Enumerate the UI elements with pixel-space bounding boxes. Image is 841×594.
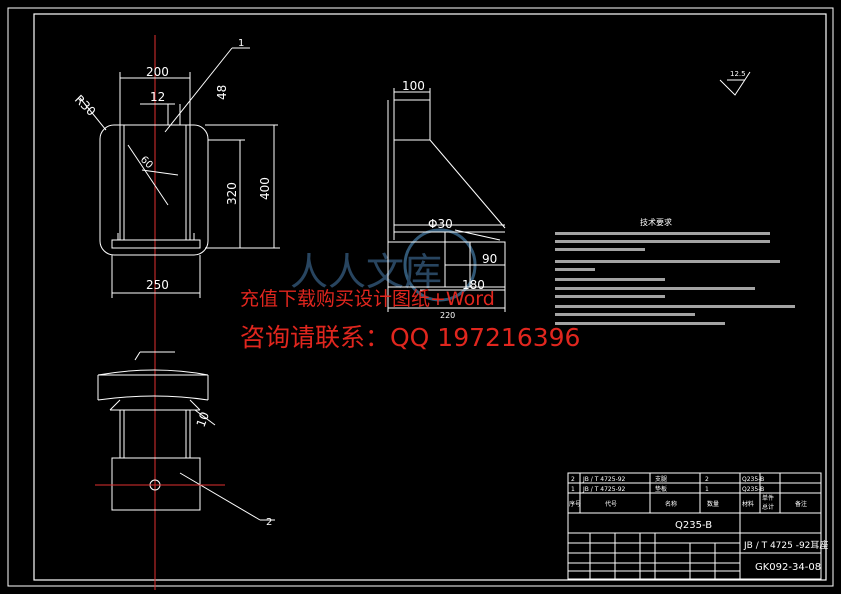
dim-r30: R30 <box>72 92 99 119</box>
tb-row1-mat: Q235-B <box>742 476 764 483</box>
dim-180: 180 <box>462 278 485 292</box>
tech-requirements: 技术要求 <box>555 217 795 325</box>
tb-h-mat: 材料 <box>742 500 754 508</box>
tb-h-note: 备注 <box>795 500 807 508</box>
tb-drawing-no: GK092-34-08 <box>755 562 821 573</box>
side-view <box>387 71 751 312</box>
callout-1: 1 <box>238 38 244 49</box>
tb-h-total: 总计 <box>762 503 774 511</box>
title-block <box>567 472 822 580</box>
dim-400: 400 <box>258 177 272 200</box>
front-view-dims: 200 12 48 R30 60 320 400 250 1 <box>72 38 272 292</box>
tb-standard-name: JB / T 4725 -92耳座 <box>743 539 828 551</box>
dim-320: 320 <box>225 182 239 205</box>
bottom-view-dims: 10 2 <box>194 410 273 528</box>
tb-row1-qty: 2 <box>705 476 709 483</box>
dim-200: 200 <box>146 65 169 79</box>
dim-12: 12 <box>150 90 165 104</box>
callout-2: 2 <box>266 517 272 528</box>
dim-10: 10 <box>194 410 212 429</box>
backing-plate <box>99 124 209 256</box>
tb-row1-no: 2 <box>571 476 575 483</box>
front-view <box>79 35 280 590</box>
dim-60: 60 <box>138 154 155 171</box>
dim-250: 250 <box>146 278 169 292</box>
base-plate <box>111 239 201 249</box>
tech-title: 技术要求 <box>640 217 672 227</box>
dim-phi30: Φ30 <box>428 217 453 231</box>
inner-frame <box>33 13 827 581</box>
dim-48: 48 <box>215 85 229 100</box>
tb-row1-code: JB / T 4725-92 <box>582 476 626 483</box>
watermark-line-1: 充值下载购买设计图纸+Word <box>240 288 495 310</box>
watermark-line-2: 咨询请联系：QQ 197216396 <box>240 323 581 352</box>
tb-material: Q235-B <box>675 520 712 531</box>
tb-row2-name: 垫板 <box>655 485 667 493</box>
side-view-dims: 100 Φ30 90 180 220 12.5 <box>402 70 746 320</box>
dim-90: 90 <box>482 252 497 266</box>
outer-frame <box>7 7 834 587</box>
tb-h-single: 单件 <box>762 494 774 502</box>
tb-h-code: 代号 <box>605 500 617 508</box>
tb-h-qty: 数量 <box>707 500 719 508</box>
tb-row2-mat: Q235-B <box>742 486 764 493</box>
tb-row1-name: 支腿 <box>655 475 667 483</box>
bottom-view <box>97 351 275 521</box>
roughness-value: 12.5 <box>730 70 746 78</box>
tb-row2-code: JB / T 4725-92 <box>582 486 626 493</box>
tb-row2-no: 1 <box>571 486 575 493</box>
tb-row2-qty: 1 <box>705 486 709 493</box>
tb-h-name: 名称 <box>665 500 677 508</box>
dim-220: 220 <box>440 311 455 320</box>
tb-h-no: 序号 <box>569 500 581 508</box>
dim-100: 100 <box>402 79 425 93</box>
title-block-text: 2 JB / T 4725-92 支腿 2 Q235-B 1 JB / T 47… <box>569 475 807 511</box>
